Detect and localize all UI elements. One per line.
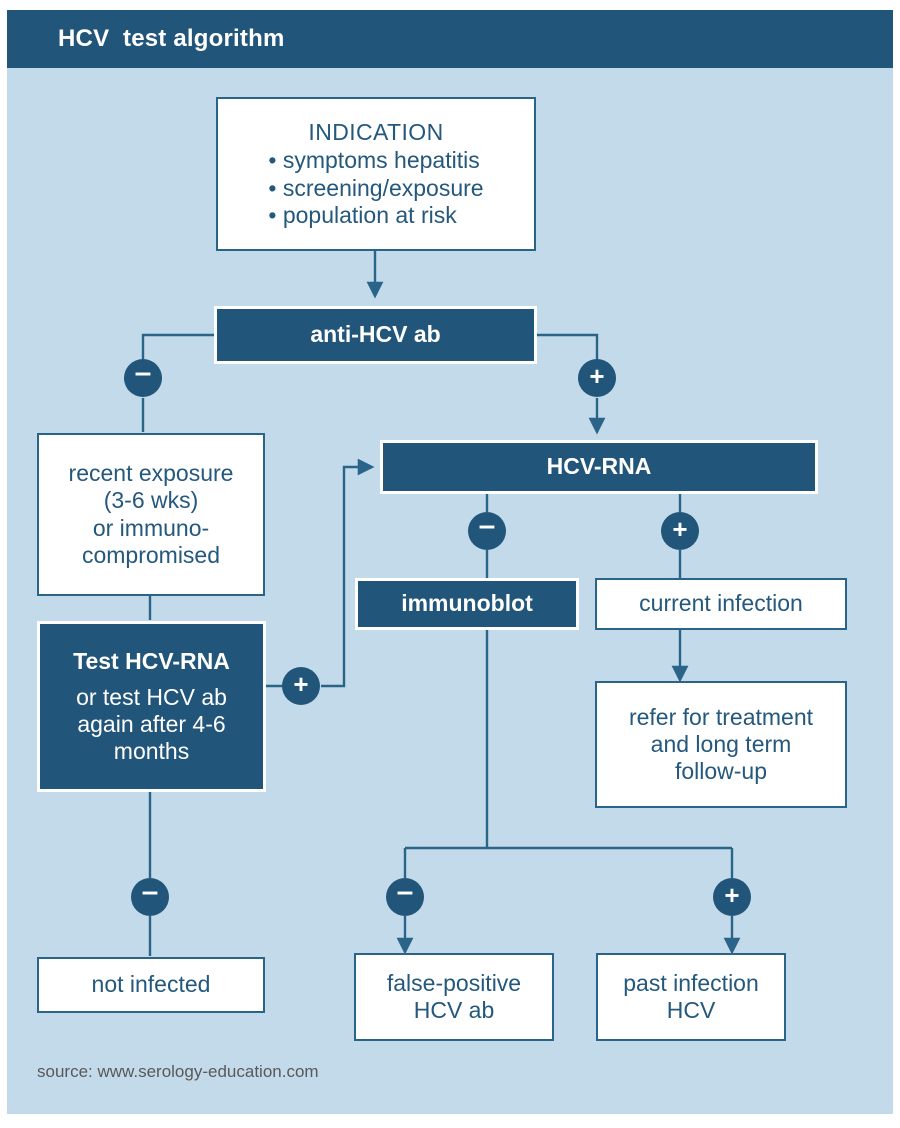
test-hcv-rna-title: Test HCV-RNA — [73, 647, 230, 674]
indication-bullets: • symptoms hepatitis • screening/exposur… — [268, 147, 483, 228]
node-false-positive: false-positive HCV ab — [354, 953, 554, 1041]
badge-left-bottom-negative: – — [131, 877, 169, 916]
false-positive-line-2: HCV ab — [413, 997, 495, 1023]
recent-exposure-line-2: (3-6 wks) — [103, 487, 199, 514]
node-refer-treatment: refer for treatment and long term follow… — [595, 681, 847, 808]
header-bar: HCV test algorithm — [7, 10, 893, 68]
indication-title: INDICATION — [308, 119, 444, 146]
refer-treatment-line-1: refer for treatment — [628, 703, 814, 730]
test-hcv-rna-line-3: months — [113, 738, 190, 765]
past-infection-line-2: HCV — [666, 997, 716, 1023]
node-not-infected: not infected — [37, 957, 265, 1013]
recent-exposure-line-3: or immuno- — [92, 514, 210, 541]
badge-anti-hcv-positive: + — [578, 359, 616, 397]
test-hcv-rna-line-2: again after 4-6 — [77, 711, 226, 737]
anti-hcv-ab-label: anti-HCV ab — [310, 321, 441, 348]
badge-hcv-rna-positive: + — [661, 512, 699, 550]
not-infected-label: not infected — [91, 971, 211, 998]
test-hcv-rna-line-1: or test HCV ab — [76, 683, 227, 710]
node-hcv-rna: HCV-RNA — [380, 440, 818, 494]
source-note: source: www.serology-education.com — [37, 1062, 319, 1081]
badge-hcv-rna-negative: – — [468, 511, 506, 550]
indication-bullet-1: • symptoms hepatitis — [268, 147, 480, 174]
refer-treatment-line-2: and long term — [650, 730, 792, 757]
badge-immunoblot-negative: – — [386, 877, 424, 916]
badge-test-rna-positive: + — [282, 667, 320, 705]
badge-anti-hcv-negative: – — [124, 358, 162, 397]
indication-bullet-3: • population at risk — [268, 201, 457, 228]
past-infection-line-1: past infection — [623, 969, 759, 996]
refer-treatment-line-3: follow-up — [674, 758, 768, 785]
node-past-infection: past infection HCV — [596, 953, 786, 1041]
hcv-rna-label: HCV-RNA — [546, 453, 652, 480]
node-anti-hcv-ab: anti-HCV ab — [214, 306, 537, 364]
recent-exposure-line-4: compromised — [81, 541, 221, 568]
current-infection-label: current infection — [639, 590, 803, 617]
badge-immunoblot-positive: + — [713, 878, 751, 916]
node-recent-exposure: recent exposure (3-6 wks) or immuno- com… — [37, 433, 265, 596]
recent-exposure-line-1: recent exposure — [68, 460, 234, 487]
node-indication: INDICATION • symptoms hepatitis • screen… — [216, 97, 536, 251]
node-immunoblot: immunoblot — [355, 578, 579, 630]
immunoblot-label: immunoblot — [401, 590, 533, 617]
page-title: HCV test algorithm — [58, 25, 285, 52]
indication-bullet-2: • screening/exposure — [268, 174, 484, 201]
node-current-infection: current infection — [595, 578, 847, 630]
node-test-hcv-rna: Test HCV-RNA or test HCV ab again after … — [37, 621, 266, 792]
false-positive-line-1: false-positive — [386, 969, 522, 996]
